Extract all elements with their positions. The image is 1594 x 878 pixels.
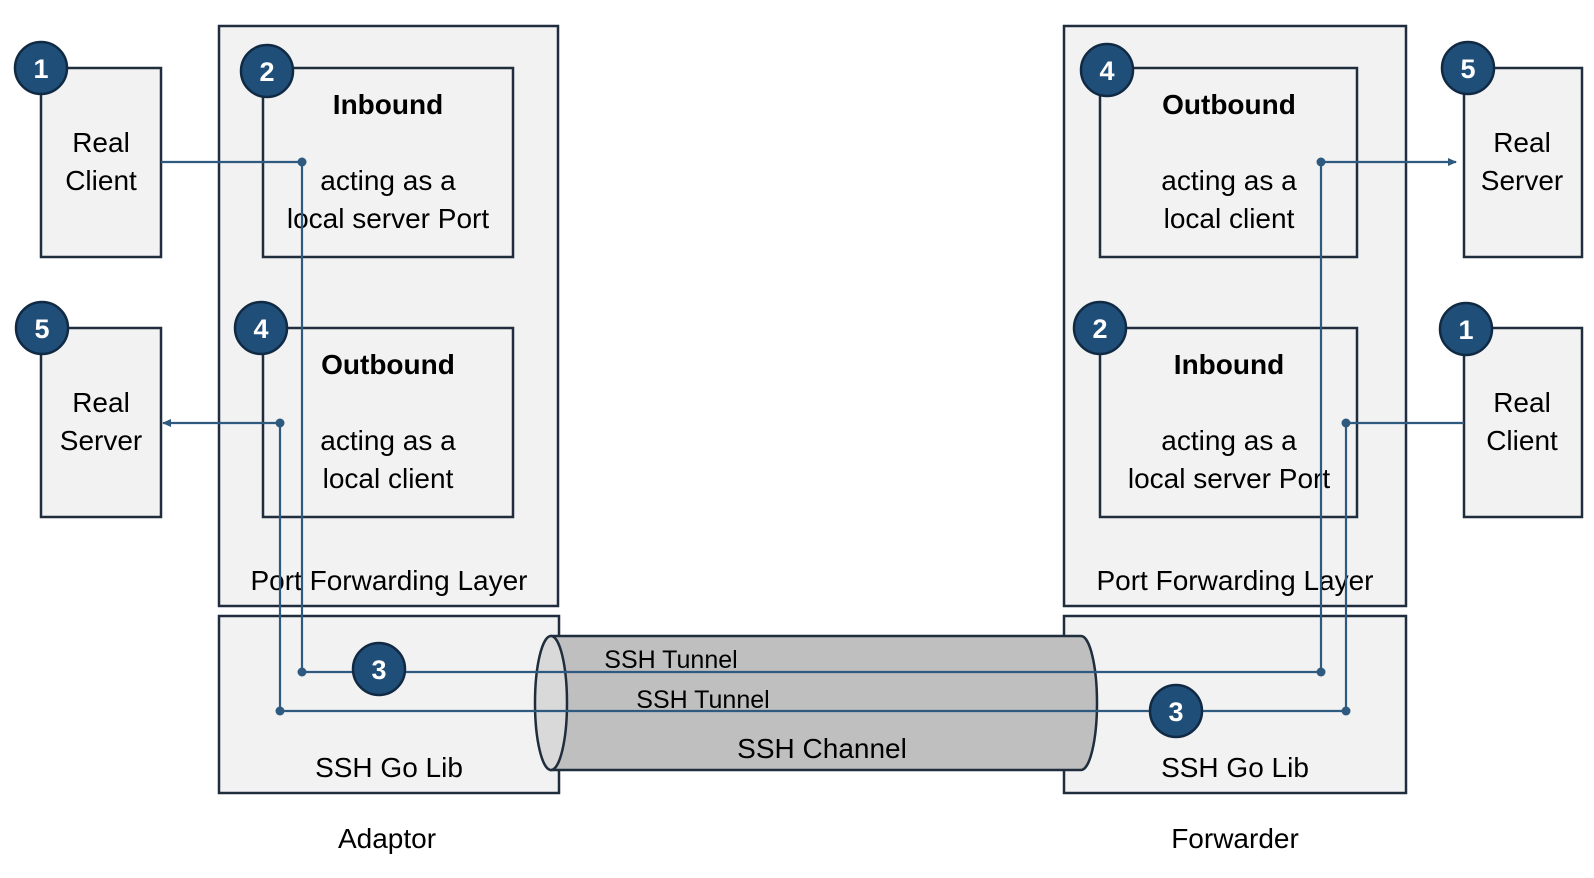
- ssh-tunnel-label-1: SSH Tunnel: [604, 646, 737, 674]
- badge-left-inbound: 2: [239, 43, 295, 99]
- badge-right-real-client: 1: [1438, 301, 1494, 357]
- forwarder-inbound-line2: local server Port: [1128, 463, 1331, 494]
- right-real-client-line2: Client: [1486, 425, 1558, 456]
- forwarder-caption: Forwarder: [1171, 823, 1299, 854]
- svg-text:1: 1: [1458, 315, 1473, 345]
- adaptor-lib-label: SSH Go Lib: [315, 752, 463, 783]
- flow-path-right-to-left: [162, 419, 1464, 713]
- flow-dot: [297, 157, 307, 167]
- forwarder-inbound-line1: acting as a: [1161, 425, 1297, 456]
- badge-right-inbound: 2: [1072, 300, 1128, 356]
- badge-right-tunnel: 3: [1148, 683, 1204, 739]
- forwarder-inbound-box: [1098, 326, 1359, 519]
- right-real-server-line2: Server: [1481, 165, 1563, 196]
- adaptor-inbound-line1: acting as a: [320, 165, 456, 196]
- badge-left-real-server: 5: [14, 300, 70, 356]
- forwarder-outbound-title: Outbound: [1162, 89, 1296, 120]
- adaptor-outbound-line1: acting as a: [320, 425, 456, 456]
- svg-text:3: 3: [371, 655, 386, 685]
- flow-dot: [1316, 157, 1326, 167]
- right-real-client-line1: Real: [1493, 387, 1551, 418]
- adaptor-layer-label: Port Forwarding Layer: [250, 565, 527, 596]
- svg-text:5: 5: [1460, 54, 1475, 84]
- badge-left-outbound: 4: [233, 300, 289, 356]
- ssh-tunnel-label-2: SSH Tunnel: [636, 686, 769, 714]
- svg-text:4: 4: [253, 314, 268, 344]
- svg-text:4: 4: [1099, 56, 1114, 86]
- adaptor-caption: Adaptor: [338, 823, 436, 854]
- flow-dot: [1341, 418, 1351, 428]
- badge-left-tunnel: 3: [351, 641, 407, 697]
- ssh-channel-label: SSH Channel: [737, 733, 907, 764]
- right-real-server-line1: Real: [1493, 127, 1551, 158]
- flow-dot: [275, 418, 285, 428]
- step-badges: 1 2 5 4 3 4 5 2: [13, 40, 1496, 739]
- adaptor-inbound-line2: local server Port: [287, 203, 490, 234]
- svg-text:2: 2: [1092, 314, 1107, 344]
- left-real-server-box: [39, 326, 163, 519]
- svg-text:5: 5: [34, 314, 49, 344]
- forwarder-layer-label: Port Forwarding Layer: [1096, 565, 1373, 596]
- flow-dot: [1341, 706, 1351, 716]
- left-real-client-line1: Real: [72, 127, 130, 158]
- svg-text:2: 2: [259, 57, 274, 87]
- badge-left-real-client: 1: [13, 40, 69, 96]
- forwarder-lib-label: SSH Go Lib: [1161, 752, 1309, 783]
- cylinder-front-face: [533, 634, 569, 772]
- left-real-client-box: [39, 66, 163, 259]
- adaptor-group: Port Forwarding Layer Inbound acting as …: [39, 24, 561, 854]
- forwarder-outbound-line2: local client: [1164, 203, 1295, 234]
- cylinder-body: [549, 634, 1099, 772]
- flow-dot: [1316, 667, 1326, 677]
- flow-dot: [275, 706, 285, 716]
- left-real-server-line1: Real: [72, 387, 130, 418]
- adaptor-inbound-title: Inbound: [333, 89, 443, 120]
- adaptor-outbound-title: Outbound: [321, 349, 455, 380]
- left-real-client-line2: Client: [65, 165, 137, 196]
- adaptor-outbound-box: [261, 326, 515, 519]
- forwarder-group: Port Forwarding Layer Outbound acting as…: [1062, 24, 1584, 854]
- forwarder-inbound-title: Inbound: [1174, 349, 1284, 380]
- left-real-server-line2: Server: [60, 425, 142, 456]
- badge-right-real-server: 5: [1440, 40, 1496, 96]
- flow-path-left-to-right: [161, 158, 1457, 674]
- flow-dot: [297, 667, 307, 677]
- svg-text:1: 1: [33, 54, 48, 84]
- forwarder-outbound-line1: acting as a: [1161, 165, 1297, 196]
- right-real-client-box: [1462, 326, 1584, 519]
- ssh-channel-cylinder: SSH Tunnel SSH Tunnel SSH Channel: [533, 634, 1099, 772]
- right-real-server-box: [1462, 66, 1584, 259]
- badge-right-outbound: 4: [1079, 42, 1135, 98]
- forwarder-outbound-box: [1098, 66, 1359, 259]
- flow-lines: [161, 157, 1464, 716]
- adaptor-outbound-line2: local client: [323, 463, 454, 494]
- svg-text:3: 3: [1168, 697, 1183, 727]
